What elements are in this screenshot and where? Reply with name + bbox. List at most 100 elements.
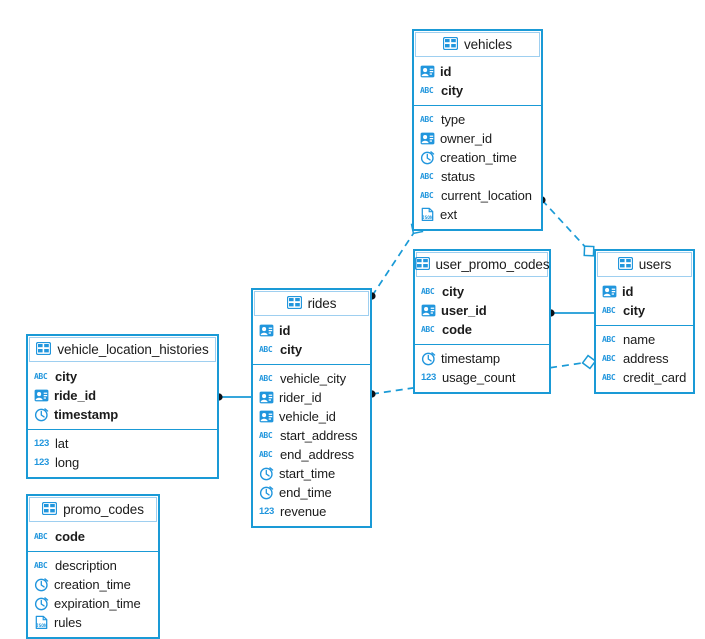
column-row[interactable]: ABC status <box>414 167 541 186</box>
column-row[interactable]: 123 revenue <box>253 502 370 521</box>
column-row[interactable]: user_id <box>415 301 549 320</box>
column-row[interactable]: ABC address <box>596 349 693 368</box>
svg-text:JSON: JSON <box>36 623 47 629</box>
column-name: end_time <box>279 485 332 500</box>
table-icon <box>443 37 458 52</box>
abc-icon: ABC <box>259 345 273 354</box>
column-name: id <box>440 64 452 79</box>
column-row[interactable]: expiration_time <box>28 594 158 613</box>
column-name: id <box>622 284 634 299</box>
relationship-rel-user_promo_codes-users[interactable] <box>547 309 594 317</box>
table-header[interactable]: users <box>597 252 692 277</box>
column-row[interactable]: rider_id <box>253 388 370 407</box>
relationship-rel-vehicles-users[interactable] <box>538 196 595 257</box>
table-header[interactable]: user_promo_codes <box>414 252 550 277</box>
abc-icon: ABC <box>259 450 273 459</box>
column-row[interactable]: ABC start_address <box>253 426 370 445</box>
clock-icon <box>420 150 435 165</box>
table-icon <box>414 257 430 272</box>
column-row[interactable]: start_time <box>253 464 370 483</box>
column-name: city <box>441 83 464 98</box>
column-name: timestamp <box>54 407 119 422</box>
column-row[interactable]: id <box>596 282 693 301</box>
abc-icon: ABC <box>34 372 48 381</box>
column-row[interactable]: owner_id <box>414 129 541 148</box>
column-row[interactable]: id <box>414 62 541 81</box>
column-row[interactable]: timestamp <box>28 405 217 424</box>
column-name: ext <box>440 207 458 222</box>
column-name: start_address <box>280 428 358 443</box>
table-header[interactable]: rides <box>254 291 369 316</box>
abc-icon: ABC <box>420 191 434 200</box>
column-name: status <box>441 169 476 184</box>
clock-icon <box>34 577 49 592</box>
abc-icon: ABC <box>420 115 434 124</box>
column-row[interactable]: vehicle_id <box>253 407 370 426</box>
abc-icon: ABC <box>420 172 434 181</box>
key-id-icon <box>259 390 274 405</box>
column-row[interactable]: ABC type <box>414 110 541 129</box>
relationship-rel-vehicle_location_histories-rides[interactable] <box>215 393 251 401</box>
column-row[interactable]: ABC description <box>28 556 158 575</box>
table-name: promo_codes <box>63 502 144 517</box>
column-row[interactable]: creation_time <box>414 148 541 167</box>
column-name: description <box>55 558 117 573</box>
abc-icon: ABC <box>421 287 435 296</box>
abc-icon: ABC <box>34 561 48 570</box>
abc-icon: ABC <box>602 373 616 382</box>
key-id-icon <box>259 323 274 338</box>
column-name: type <box>441 112 466 127</box>
column-name: code <box>55 529 85 544</box>
column-name: city <box>55 369 78 384</box>
column-name: rider_id <box>279 390 322 405</box>
column-row[interactable]: timestamp <box>415 349 549 368</box>
column-row[interactable]: ABC city <box>28 367 217 386</box>
column-row[interactable]: id <box>253 321 370 340</box>
column-name: address <box>623 351 669 366</box>
table-header[interactable]: promo_codes <box>29 497 157 522</box>
table-header[interactable]: vehicle_location_histories <box>29 337 216 362</box>
table-header[interactable]: vehicles <box>415 32 540 57</box>
column-name: revenue <box>280 504 327 519</box>
number-icon: 123 <box>259 506 274 517</box>
primary-key-section: ABC city ride_id timestamp <box>28 363 217 429</box>
abc-icon: ABC <box>259 431 273 440</box>
column-row[interactable]: creation_time <box>28 575 158 594</box>
abc-icon: ABC <box>602 354 616 363</box>
table-name: users <box>638 257 672 272</box>
column-name: code <box>442 322 472 337</box>
clock-icon <box>34 407 49 422</box>
key-id-icon <box>421 303 436 318</box>
column-row[interactable]: end_time <box>253 483 370 502</box>
key-id-icon <box>259 409 274 424</box>
abc-icon: ABC <box>259 374 273 383</box>
column-row[interactable]: ride_id <box>28 386 217 405</box>
